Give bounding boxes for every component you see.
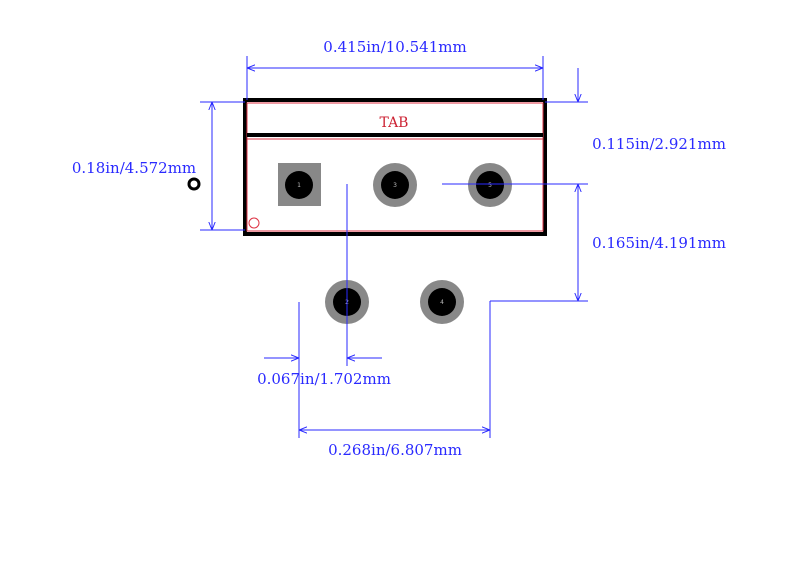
pad-1-drill (285, 171, 313, 199)
dim-row-offset (442, 183, 588, 438)
pad-4-drill (428, 288, 456, 316)
pin1-indicator-icon (187, 177, 201, 191)
pad-3-drill (381, 171, 409, 199)
component-body: TAB (243, 98, 547, 236)
dim-row-offset-label: 0.165in/4.191mm (592, 234, 726, 252)
pad-5-drill (476, 171, 504, 199)
dim-tab-offset (545, 68, 588, 103)
pin1-silk-marker-icon (248, 217, 260, 229)
dim-tab-offset-label: 0.115in/2.921mm (592, 135, 726, 153)
pad-4-label: 4 (440, 299, 444, 306)
dim-height-label: 0.18in/4.572mm (72, 159, 196, 177)
pad-1: 1 (278, 163, 321, 206)
pad-4: 4 (420, 280, 464, 324)
tab-label: TAB (380, 115, 409, 131)
dim-pitch-label: 0.067in/1.702mm (257, 370, 391, 388)
dim-width-label: 0.415in/10.541mm (323, 38, 466, 56)
dim-height (200, 101, 245, 231)
dim-span-label: 0.268in/6.807mm (328, 441, 462, 459)
pad-5-label: 5 (488, 182, 492, 189)
dim-pitch (264, 184, 382, 438)
dim-width (246, 56, 544, 100)
pad-5: 5 (468, 163, 512, 207)
pad-1-label: 1 (297, 182, 301, 189)
silkscreen-outline (246, 102, 544, 232)
pad-3-label: 3 (393, 182, 397, 189)
pad-3: 3 (373, 163, 417, 207)
body-outline (243, 98, 547, 236)
